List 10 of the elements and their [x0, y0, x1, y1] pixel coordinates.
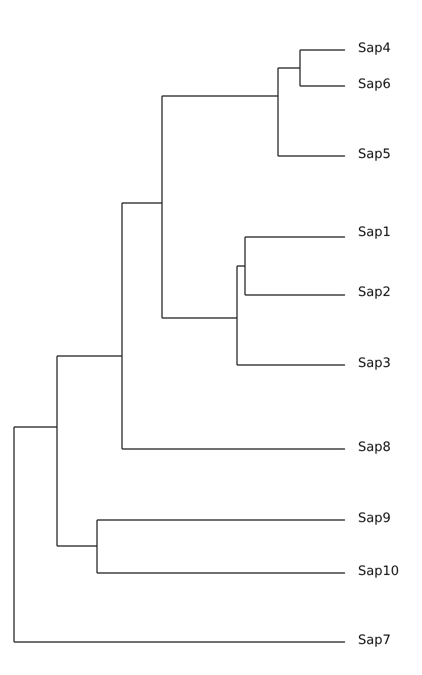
- leaf-label: Sap4: [358, 41, 391, 57]
- leaf-label: Sap5: [358, 147, 391, 163]
- leaf-label: Sap1: [358, 225, 391, 241]
- leaf-label: Sap3: [358, 356, 391, 372]
- leaf-label: Sap6: [358, 77, 391, 93]
- leaf-label: Sap9: [358, 511, 391, 527]
- leaf-label: Sap8: [358, 440, 391, 456]
- leaf-label: Sap7: [358, 633, 391, 649]
- leaf-label: Sap2: [358, 285, 391, 301]
- leaf-label: Sap10: [358, 564, 400, 580]
